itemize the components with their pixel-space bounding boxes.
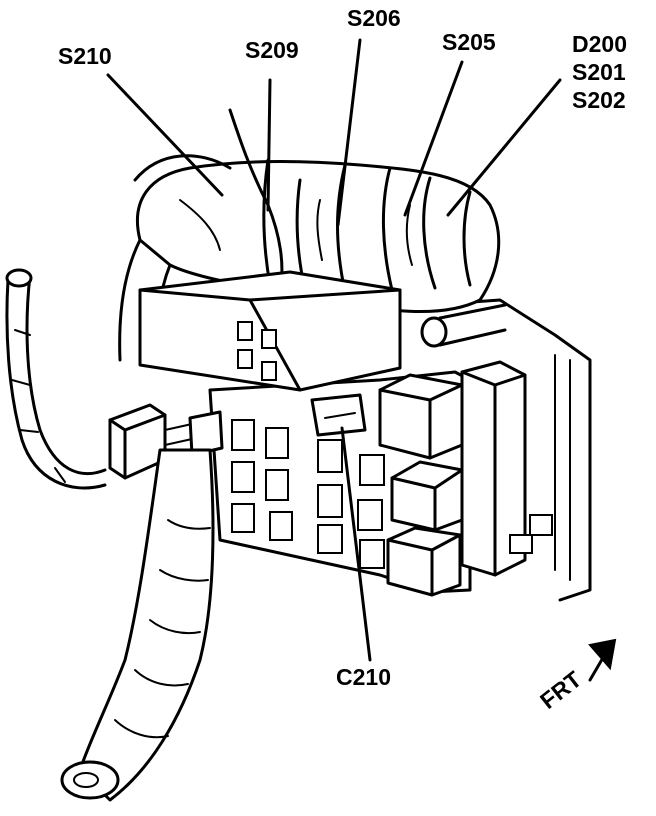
mounting-panel <box>428 298 592 602</box>
label-s209: S209 <box>245 37 299 63</box>
pigtail-wire <box>5 268 107 490</box>
pigtail-connector <box>108 403 224 480</box>
front-direction-arrow-icon <box>588 638 617 682</box>
relays <box>378 373 464 597</box>
fuse-slots <box>231 419 385 569</box>
side-bracket <box>460 360 553 577</box>
label-s205: S205 <box>442 29 496 55</box>
c210-connector <box>310 393 367 437</box>
mounting-stud <box>420 303 507 348</box>
lower-wiring-harness <box>60 448 215 802</box>
label-s210: S210 <box>58 43 112 69</box>
label-s206: S206 <box>347 5 401 31</box>
label-d200: D200 <box>572 31 627 57</box>
main-wiring-harness <box>133 108 501 313</box>
label-s202: S202 <box>572 87 626 113</box>
label-s201: S201 <box>572 59 626 85</box>
leader-lines <box>106 38 562 662</box>
label-c210: C210 <box>336 664 391 690</box>
label-frt: FRT <box>535 666 586 714</box>
